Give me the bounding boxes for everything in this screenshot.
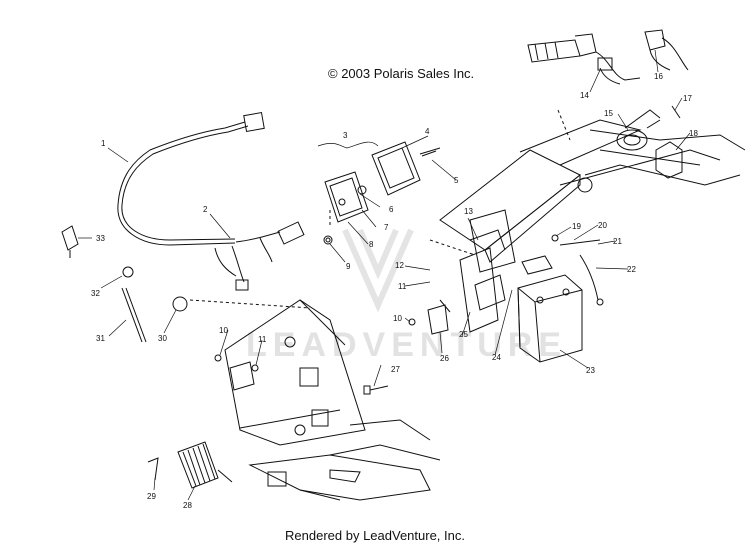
reference-lines xyxy=(189,109,571,309)
callout-10-right: 10 xyxy=(393,314,402,323)
callout-24: 24 xyxy=(492,353,501,362)
callout-18: 18 xyxy=(689,129,698,138)
callout-16: 16 xyxy=(654,72,663,81)
callout-11-left: 11 xyxy=(258,335,267,344)
side-panel xyxy=(224,299,431,446)
horn-bracket xyxy=(655,105,683,179)
screw-29 xyxy=(147,457,159,481)
callout-5: 5 xyxy=(454,176,459,185)
callout-21: 21 xyxy=(613,237,622,246)
callout-30: 30 xyxy=(158,334,167,343)
small-module xyxy=(214,318,416,391)
callout-32: 32 xyxy=(91,289,100,298)
callout-23: 23 xyxy=(586,366,595,375)
callout-27: 27 xyxy=(391,365,400,374)
callout-14: 14 xyxy=(580,91,589,100)
wiring-harness xyxy=(117,111,305,291)
battery-bracket xyxy=(459,229,506,333)
callout-29: 29 xyxy=(147,492,156,501)
footer-credit: Rendered by LeadVenture, Inc. xyxy=(285,528,465,543)
callout-12: 12 xyxy=(395,261,404,270)
copyright-text: © 2003 Polaris Sales Inc. xyxy=(328,66,475,81)
callout-11-right: 11 xyxy=(398,282,407,291)
callout-31: 31 xyxy=(96,334,105,343)
watermark-logo xyxy=(342,228,414,313)
callout-13: 13 xyxy=(464,207,473,216)
callout-28: 28 xyxy=(183,501,192,510)
callout-33: 33 xyxy=(96,234,105,243)
callout-20: 20 xyxy=(598,221,607,230)
watermark-text: LEADVENTURE xyxy=(246,326,568,364)
callout-4: 4 xyxy=(425,127,430,136)
battery xyxy=(517,255,583,363)
bolt-27 xyxy=(363,385,389,395)
callout-15: 15 xyxy=(604,109,613,118)
callout-6: 6 xyxy=(389,205,394,214)
callout-25: 25 xyxy=(459,330,468,339)
callout-8: 8 xyxy=(369,240,374,249)
cable-clamps xyxy=(61,225,188,343)
callout-22: 22 xyxy=(627,265,636,274)
callout-2: 2 xyxy=(203,205,208,214)
handlebar-switch xyxy=(527,29,689,85)
mount-plate xyxy=(469,209,516,273)
callout-10-left: 10 xyxy=(219,326,228,335)
callout-3: 3 xyxy=(343,131,348,140)
tail-light-assembly xyxy=(324,141,441,223)
lower-frame xyxy=(248,444,441,501)
leader-lines xyxy=(78,49,691,501)
voltage-regulator xyxy=(177,441,233,489)
battery-cables xyxy=(551,234,604,306)
callout-17: 17 xyxy=(683,94,692,103)
bracket-25-26 xyxy=(427,299,451,335)
horn xyxy=(616,109,661,151)
fasteners xyxy=(323,150,437,245)
callout-labels: 1 2 3 4 5 6 7 8 9 10 10 11 11 12 13 14 1… xyxy=(91,72,698,510)
callout-7: 7 xyxy=(384,223,389,232)
vehicle-frame xyxy=(439,119,746,263)
callout-19: 19 xyxy=(572,222,581,231)
callout-9: 9 xyxy=(346,262,351,271)
callout-1: 1 xyxy=(101,139,106,148)
callout-26: 26 xyxy=(440,354,449,363)
